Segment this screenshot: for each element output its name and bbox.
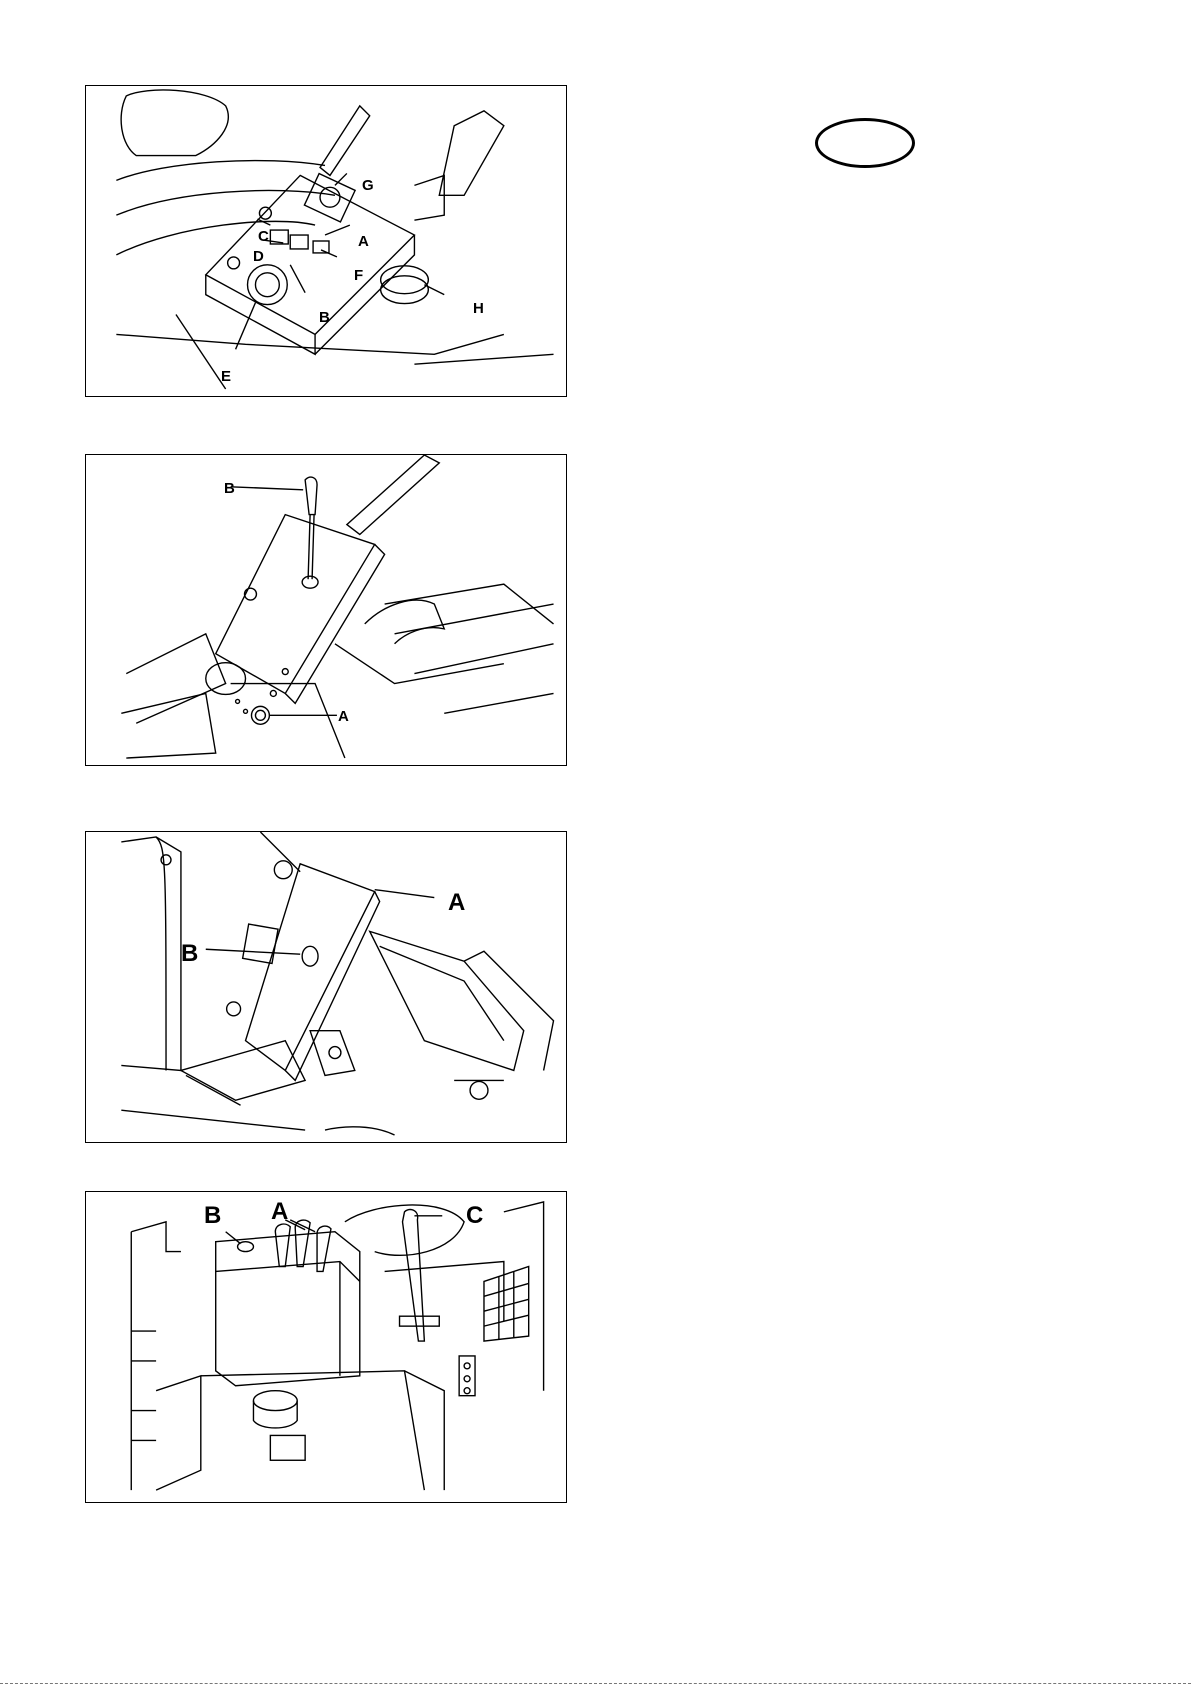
label-h: H <box>473 301 484 316</box>
label-b: B <box>181 942 198 966</box>
label-c: C <box>258 229 269 244</box>
label-d: D <box>253 249 264 264</box>
label-c: C <box>466 1204 483 1228</box>
label-g: G <box>362 178 374 193</box>
label-a: A <box>271 1200 288 1224</box>
label-a: A <box>338 709 349 724</box>
label-f: F <box>354 268 363 283</box>
lever-housing-illustration <box>86 455 566 765</box>
figure-control-panel: G C A D F B H E <box>85 85 567 397</box>
blank-oval-symbol <box>815 118 915 168</box>
pedal-cover-illustration <box>86 832 566 1142</box>
control-panel-illustration <box>86 86 566 396</box>
label-b: B <box>204 1204 221 1228</box>
figure-pedal-cover: A B <box>85 831 567 1143</box>
figure-lever-housing: B A <box>85 454 567 766</box>
label-a: A <box>448 891 465 915</box>
figure-control-levers: B A C <box>85 1191 567 1503</box>
label-b: B <box>224 481 235 496</box>
label-a: A <box>358 234 369 249</box>
label-e: E <box>221 369 231 384</box>
bottom-scan-edge <box>0 1683 1191 1684</box>
label-b: B <box>319 310 330 325</box>
control-levers-illustration <box>86 1192 566 1502</box>
